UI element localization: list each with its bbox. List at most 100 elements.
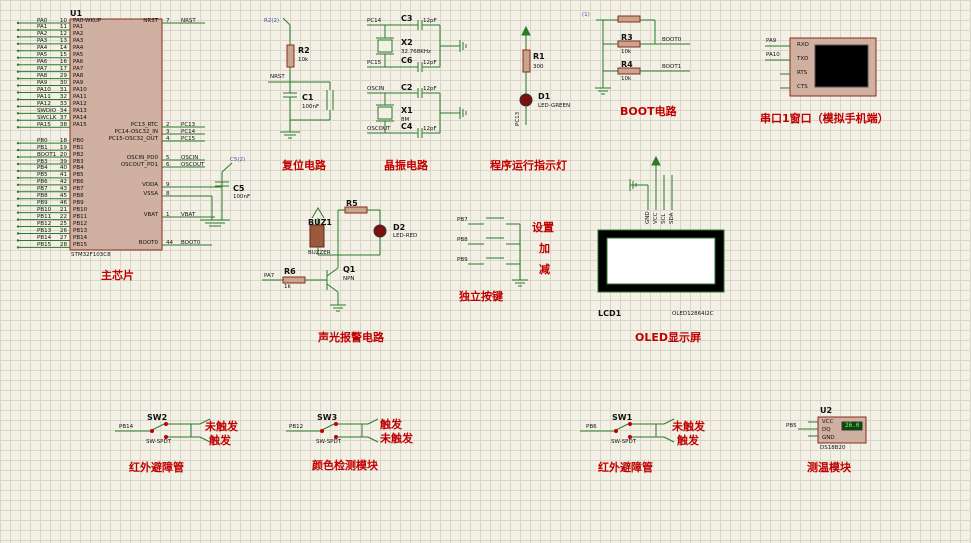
d2-ref: D2 (393, 223, 406, 232)
uart-terminal (765, 37, 877, 97)
r6-value: 1k (284, 284, 291, 290)
mcu-pin-dot (16, 148, 20, 152)
oled-pin-gnd: GND (645, 211, 651, 224)
sw1-state-1: 未触发 (672, 420, 705, 433)
mcu-pin-name: PA0-WKUP (73, 17, 102, 24)
mcu-pin-number: 39 (60, 158, 67, 165)
mcu-pin-net: PA11 (37, 93, 51, 100)
oled-pin-sda: SDA (669, 212, 675, 224)
mcu-pin-number: 7 (166, 17, 170, 24)
title-mcu: 主芯片 (101, 269, 134, 282)
mcu-pin-net: BOOT1 (37, 151, 57, 158)
mcu-pin-name: PB9 (73, 200, 84, 207)
mcu-pin-dot (16, 112, 20, 115)
mcu-pin-net: PB5 (37, 172, 48, 179)
buz-value: BUZZER (308, 250, 331, 256)
mcu-pin-number: 4 (166, 135, 170, 142)
d1-ref: D1 (538, 92, 551, 101)
mcu-pin-name: PB13 (73, 228, 88, 234)
mcu-pin-dot (16, 204, 20, 207)
mcu-pin-dot (16, 225, 20, 228)
sw2-net: PB14 (119, 424, 134, 430)
led-net: PC13 (515, 111, 521, 126)
d1-value: LED-GREEN (538, 103, 571, 109)
mcu-pin-name: PA9 (73, 80, 84, 87)
q1-value: NPN (343, 276, 355, 282)
sw3-state-1: 触发 (380, 418, 402, 431)
r3-ref: R3 (621, 33, 633, 42)
sw2-ref: SW2 (147, 413, 168, 422)
mcu-pin-net: PB9 (37, 200, 48, 207)
mcu-pin-number: 43 (60, 186, 67, 193)
mcu-pin-name: OSCOUT_PD1 (120, 161, 158, 168)
mcu-pin-net: PB7 (37, 186, 48, 193)
mcu-pin-number: 9 (166, 181, 170, 188)
mcu-pin-name: PA14 (73, 114, 87, 121)
r2-probe: R2(2) (264, 18, 280, 24)
title-alarm: 声光报警电路 (318, 331, 384, 344)
c5-capacitor (162, 162, 233, 227)
mcu-pin-dot (16, 239, 20, 242)
mcu-pin-name: PC15-OSC32_OUT (108, 135, 158, 142)
mcu-pin-dot (16, 98, 20, 101)
mcu-pin-name: VSSA (143, 190, 158, 197)
mcu-pin-net: PA4 (37, 45, 48, 52)
mcu-pin-number: 26 (60, 228, 67, 234)
mcu-pin-number: 44 (166, 239, 173, 246)
mcu-pin-name: PC14-OSC32_IN (114, 128, 158, 135)
mcu-pin-net: PB13 (37, 228, 52, 234)
ds-reading: 26.0 (845, 422, 860, 429)
mcu-pin-net: PA9 (37, 80, 48, 87)
mcu-pin-number: 45 (60, 193, 67, 200)
mcu-pin-number: 17 (60, 66, 67, 73)
mcu-pin-number: 2 (166, 121, 170, 128)
mcu-pin-name: VDDA (142, 181, 158, 188)
mcu-pin-name: VBAT (143, 211, 158, 218)
c3-ref: C3 (401, 14, 413, 23)
sw1-switch (580, 418, 675, 443)
mcu-pin-name: PA11 (73, 93, 87, 100)
sw2-part: SW-SPDT (146, 439, 172, 445)
ds-pin-gnd: GND (822, 435, 835, 441)
mcu-pin-dot (16, 162, 20, 166)
mcu-pin-net: NRST (181, 17, 196, 24)
title-crystal: 晶振电路 (384, 159, 428, 172)
r1-ref: R1 (533, 52, 545, 61)
mcu-pin-number: 33 (60, 100, 67, 107)
title-temp: 测温模块 (807, 461, 851, 474)
mcu-pin-number: 25 (60, 221, 67, 228)
c4-value: 12pF (423, 126, 437, 132)
mcu-pin-name: BOOT0 (138, 239, 158, 246)
uart-pin-rxd: RXD (797, 42, 809, 48)
mcu-pin-dot (16, 211, 20, 214)
x2-ref: X2 (401, 38, 413, 47)
mcu-pin-net: PC13 (181, 121, 196, 128)
boot-net-boot0: BOOT0 (662, 37, 682, 43)
mcu-pin-dot (16, 91, 20, 94)
mcu-body (69, 18, 163, 251)
mcu-pin-dot (16, 232, 20, 235)
boot-net-boot1: BOOT1 (662, 64, 682, 70)
mcu-pin-dot (16, 246, 20, 249)
mcu-pin-number: 16 (60, 59, 67, 66)
c6-ref: C6 (401, 56, 413, 65)
mcu-pin-number: 38 (60, 121, 67, 128)
mcu-pin-net: PC15 (181, 135, 196, 142)
title-led: 程序运行指示灯 (490, 159, 567, 172)
mcu-pin-number: 1 (166, 211, 170, 218)
key-label-minus: 减 (539, 263, 550, 276)
mcu-pin-dot (16, 218, 20, 221)
mcu-pin-net: PB14 (37, 234, 52, 241)
ds-pin-vcc: VCC (822, 419, 834, 425)
mcu-pin-name: PB1 (73, 144, 84, 151)
mcu-pin-dot (16, 105, 20, 108)
x1-ref: X1 (401, 106, 413, 115)
r4-ref: R4 (621, 60, 633, 69)
key-label-set: 设置 (532, 221, 554, 234)
mcu-pin-dot (16, 63, 20, 66)
sw3-net: PB12 (289, 424, 304, 430)
mcu-pin-net: PB8 (37, 193, 48, 200)
mcu-pin-number: 10 (60, 17, 67, 24)
sw2-switch (115, 418, 211, 443)
